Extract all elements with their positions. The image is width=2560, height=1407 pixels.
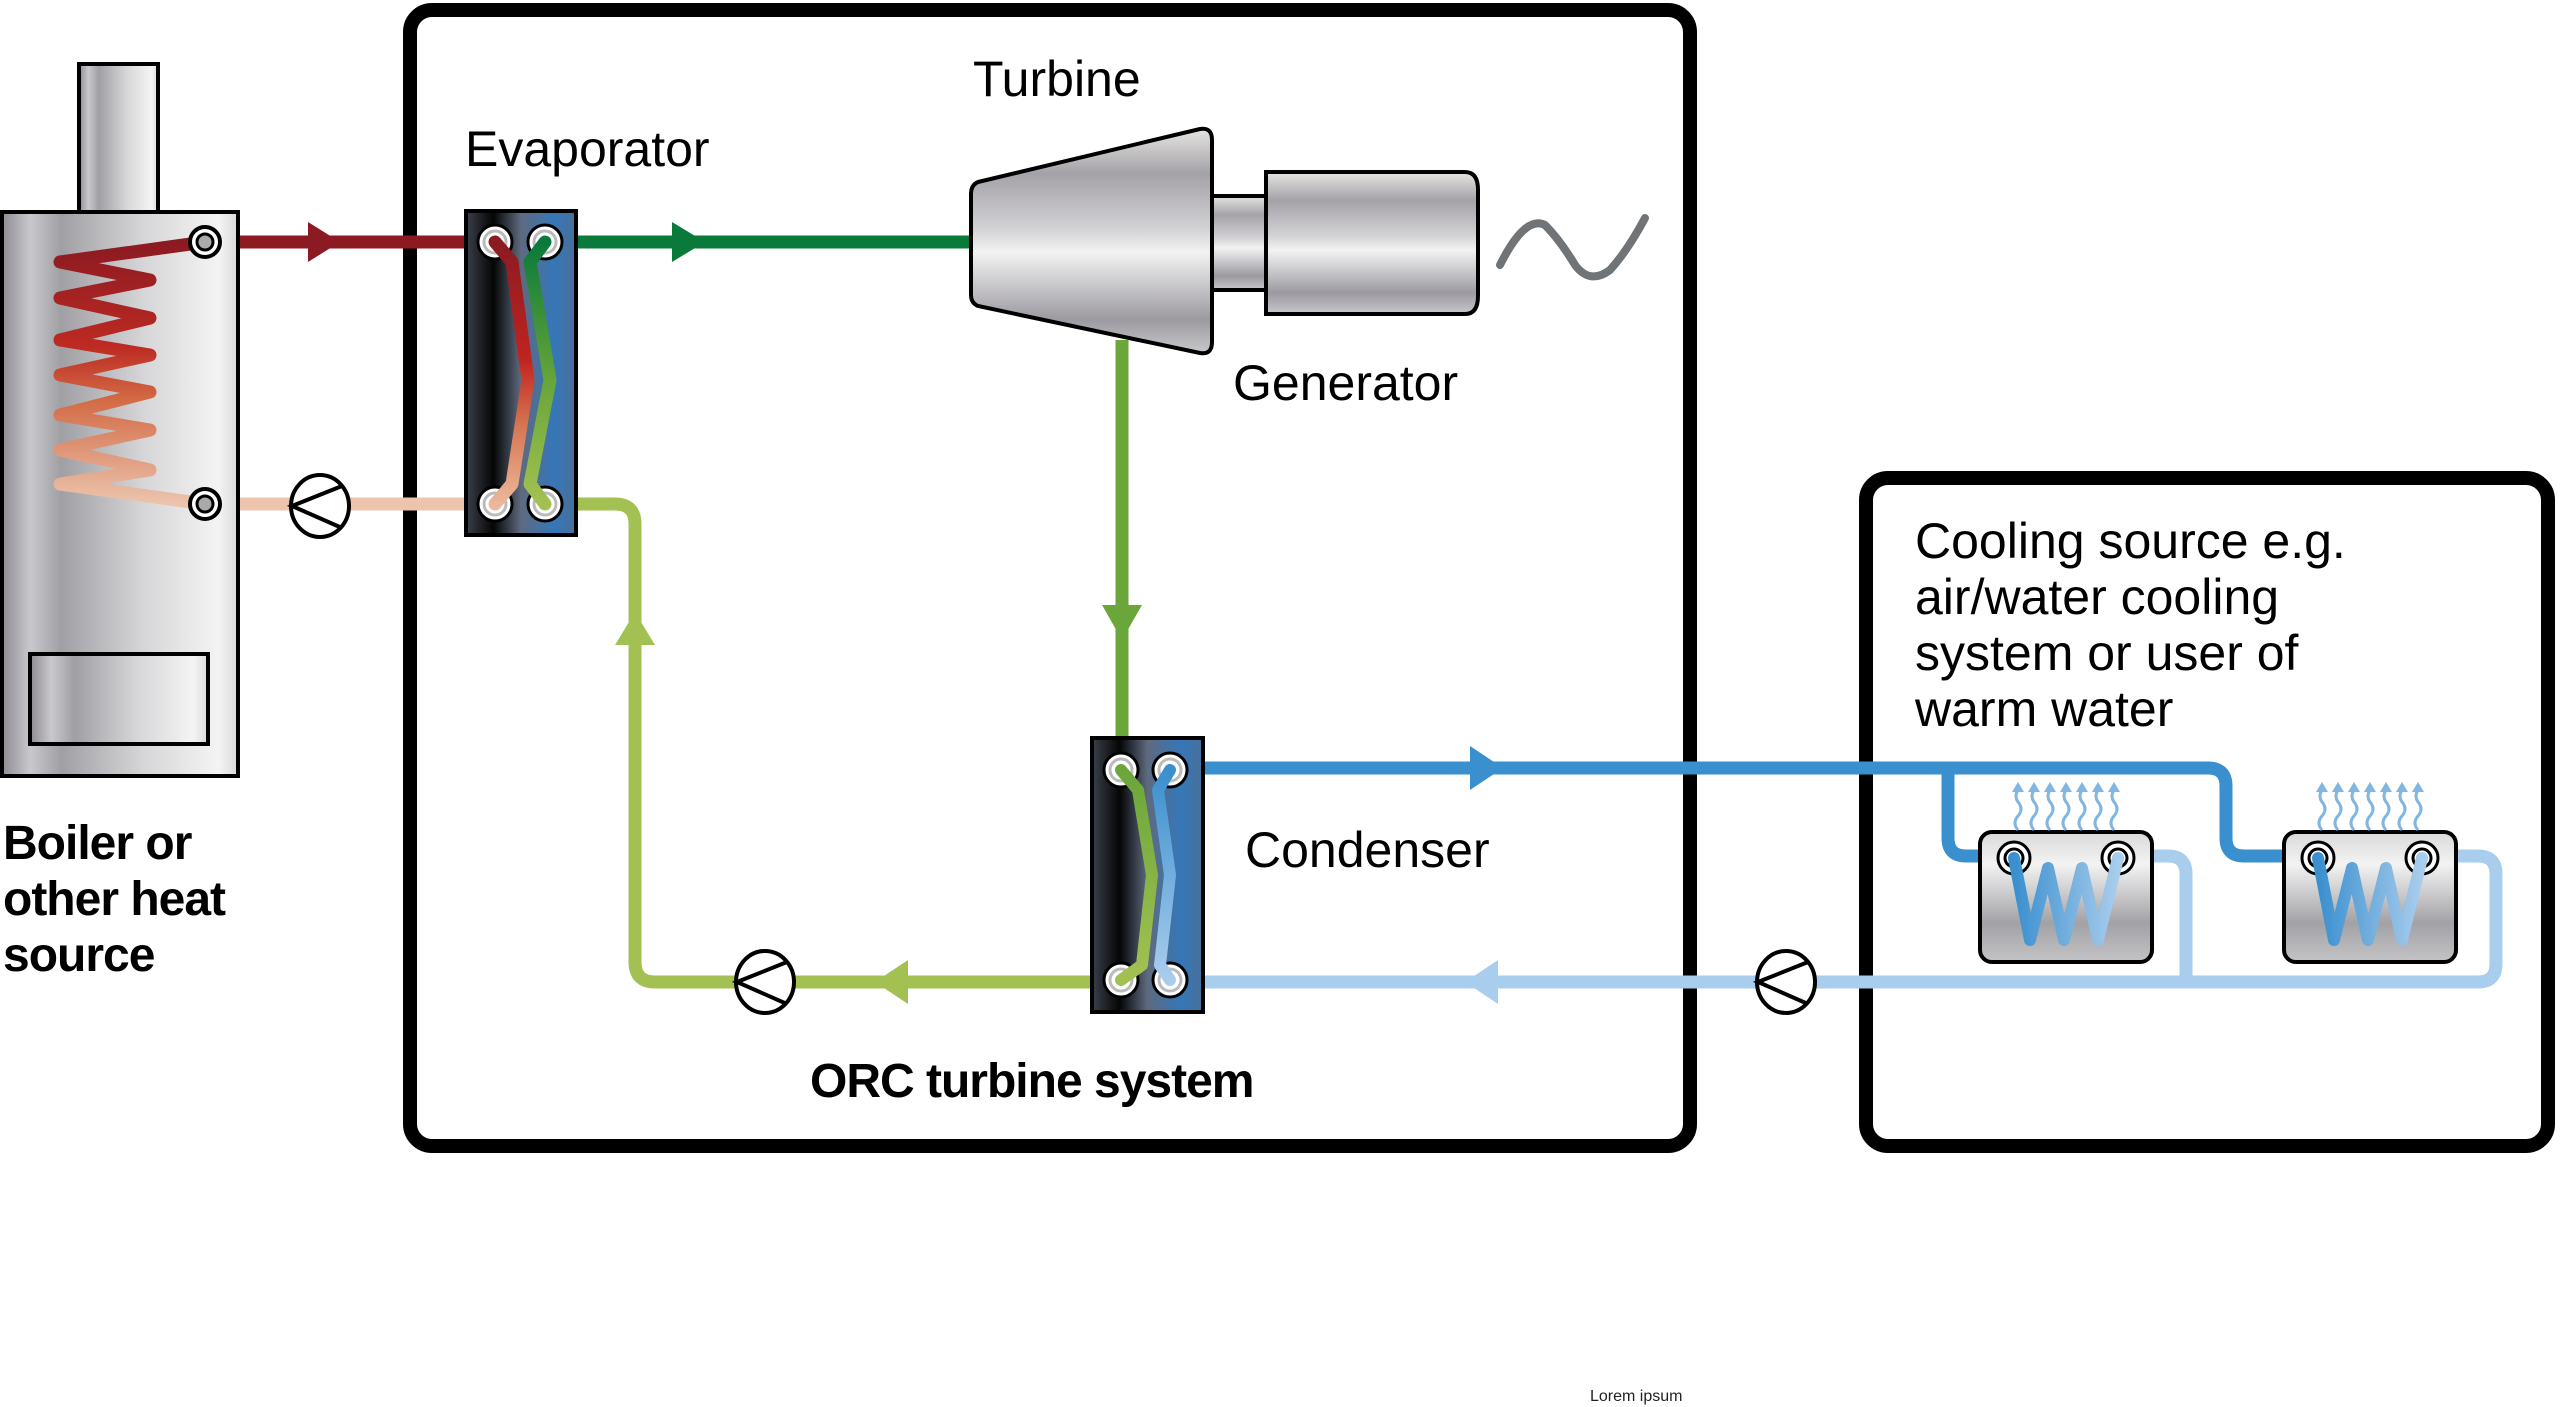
label-boiler-line-3: source xyxy=(3,929,155,982)
boiler-port-bottom xyxy=(188,487,222,521)
ac-wave-icon xyxy=(1496,214,1649,281)
boiler-burner-window xyxy=(28,652,210,746)
generator-icon xyxy=(1264,170,1480,316)
radiator-icon xyxy=(1978,782,2154,964)
arrow-vapor xyxy=(672,222,705,262)
arrow-cooling-supply xyxy=(1470,746,1503,790)
pump-icon xyxy=(731,949,796,1015)
label-condenser: Condenser xyxy=(1245,822,1490,878)
label-cooling-line-2: air/water cooling xyxy=(1915,569,2280,625)
arrow-hot-supply xyxy=(308,222,340,262)
label-cooling-line-4: warm water xyxy=(1915,681,2174,737)
label-evaporator: Evaporator xyxy=(465,121,710,177)
arrow-liquid-left xyxy=(875,960,908,1004)
pump-icon xyxy=(1752,949,1817,1015)
arrow-cooling-return xyxy=(1465,960,1498,1004)
heat-waves-icon xyxy=(2013,789,2119,831)
label-cooling-source: Cooling source e.g. air/water cooling sy… xyxy=(1915,516,2346,740)
boiler-chimney xyxy=(77,62,160,214)
heat-waves-icon xyxy=(2317,789,2423,831)
pipe-cooling-return-branch-1 xyxy=(2140,849,2193,982)
pipe-cooling-return xyxy=(1198,849,2503,989)
pump-icon xyxy=(286,473,351,539)
label-turbine: Turbine xyxy=(973,51,1141,107)
label-boiler-line-1: Boiler or xyxy=(3,817,192,870)
boiler-icon xyxy=(0,62,240,778)
label-orc-system: ORC turbine system xyxy=(810,1055,1254,1108)
boiler-heating-coil xyxy=(53,235,212,511)
radiator-icon xyxy=(2282,782,2458,964)
orc-system-frame xyxy=(403,3,1697,1153)
label-generator: Generator xyxy=(1233,355,1459,411)
condenser-heat-exchanger-icon xyxy=(1090,736,1205,1014)
pipe-cooling-branch-1 xyxy=(1941,768,1992,863)
arrow-liquid-up xyxy=(615,612,655,645)
label-cooling-line-3: system or user of xyxy=(1915,625,2299,681)
footer-text: Lorem ipsum xyxy=(1590,1388,1683,1405)
pipe-liquid-return xyxy=(572,497,1096,989)
label-cooling-line-1: Cooling source e.g. xyxy=(1915,513,2346,569)
pipe-cooling-supply xyxy=(1198,761,2296,863)
cooling-source-frame xyxy=(1859,471,2555,1153)
evaporator-heat-exchanger-icon xyxy=(464,209,578,537)
turbine-shaft xyxy=(1210,194,1269,292)
boiler-port-top xyxy=(188,225,222,259)
arrow-exhaust xyxy=(1102,605,1142,640)
label-boiler: Boiler or other heat source xyxy=(3,817,226,988)
turbine-icon xyxy=(969,126,1214,356)
label-boiler-line-2: other heat xyxy=(3,873,226,926)
